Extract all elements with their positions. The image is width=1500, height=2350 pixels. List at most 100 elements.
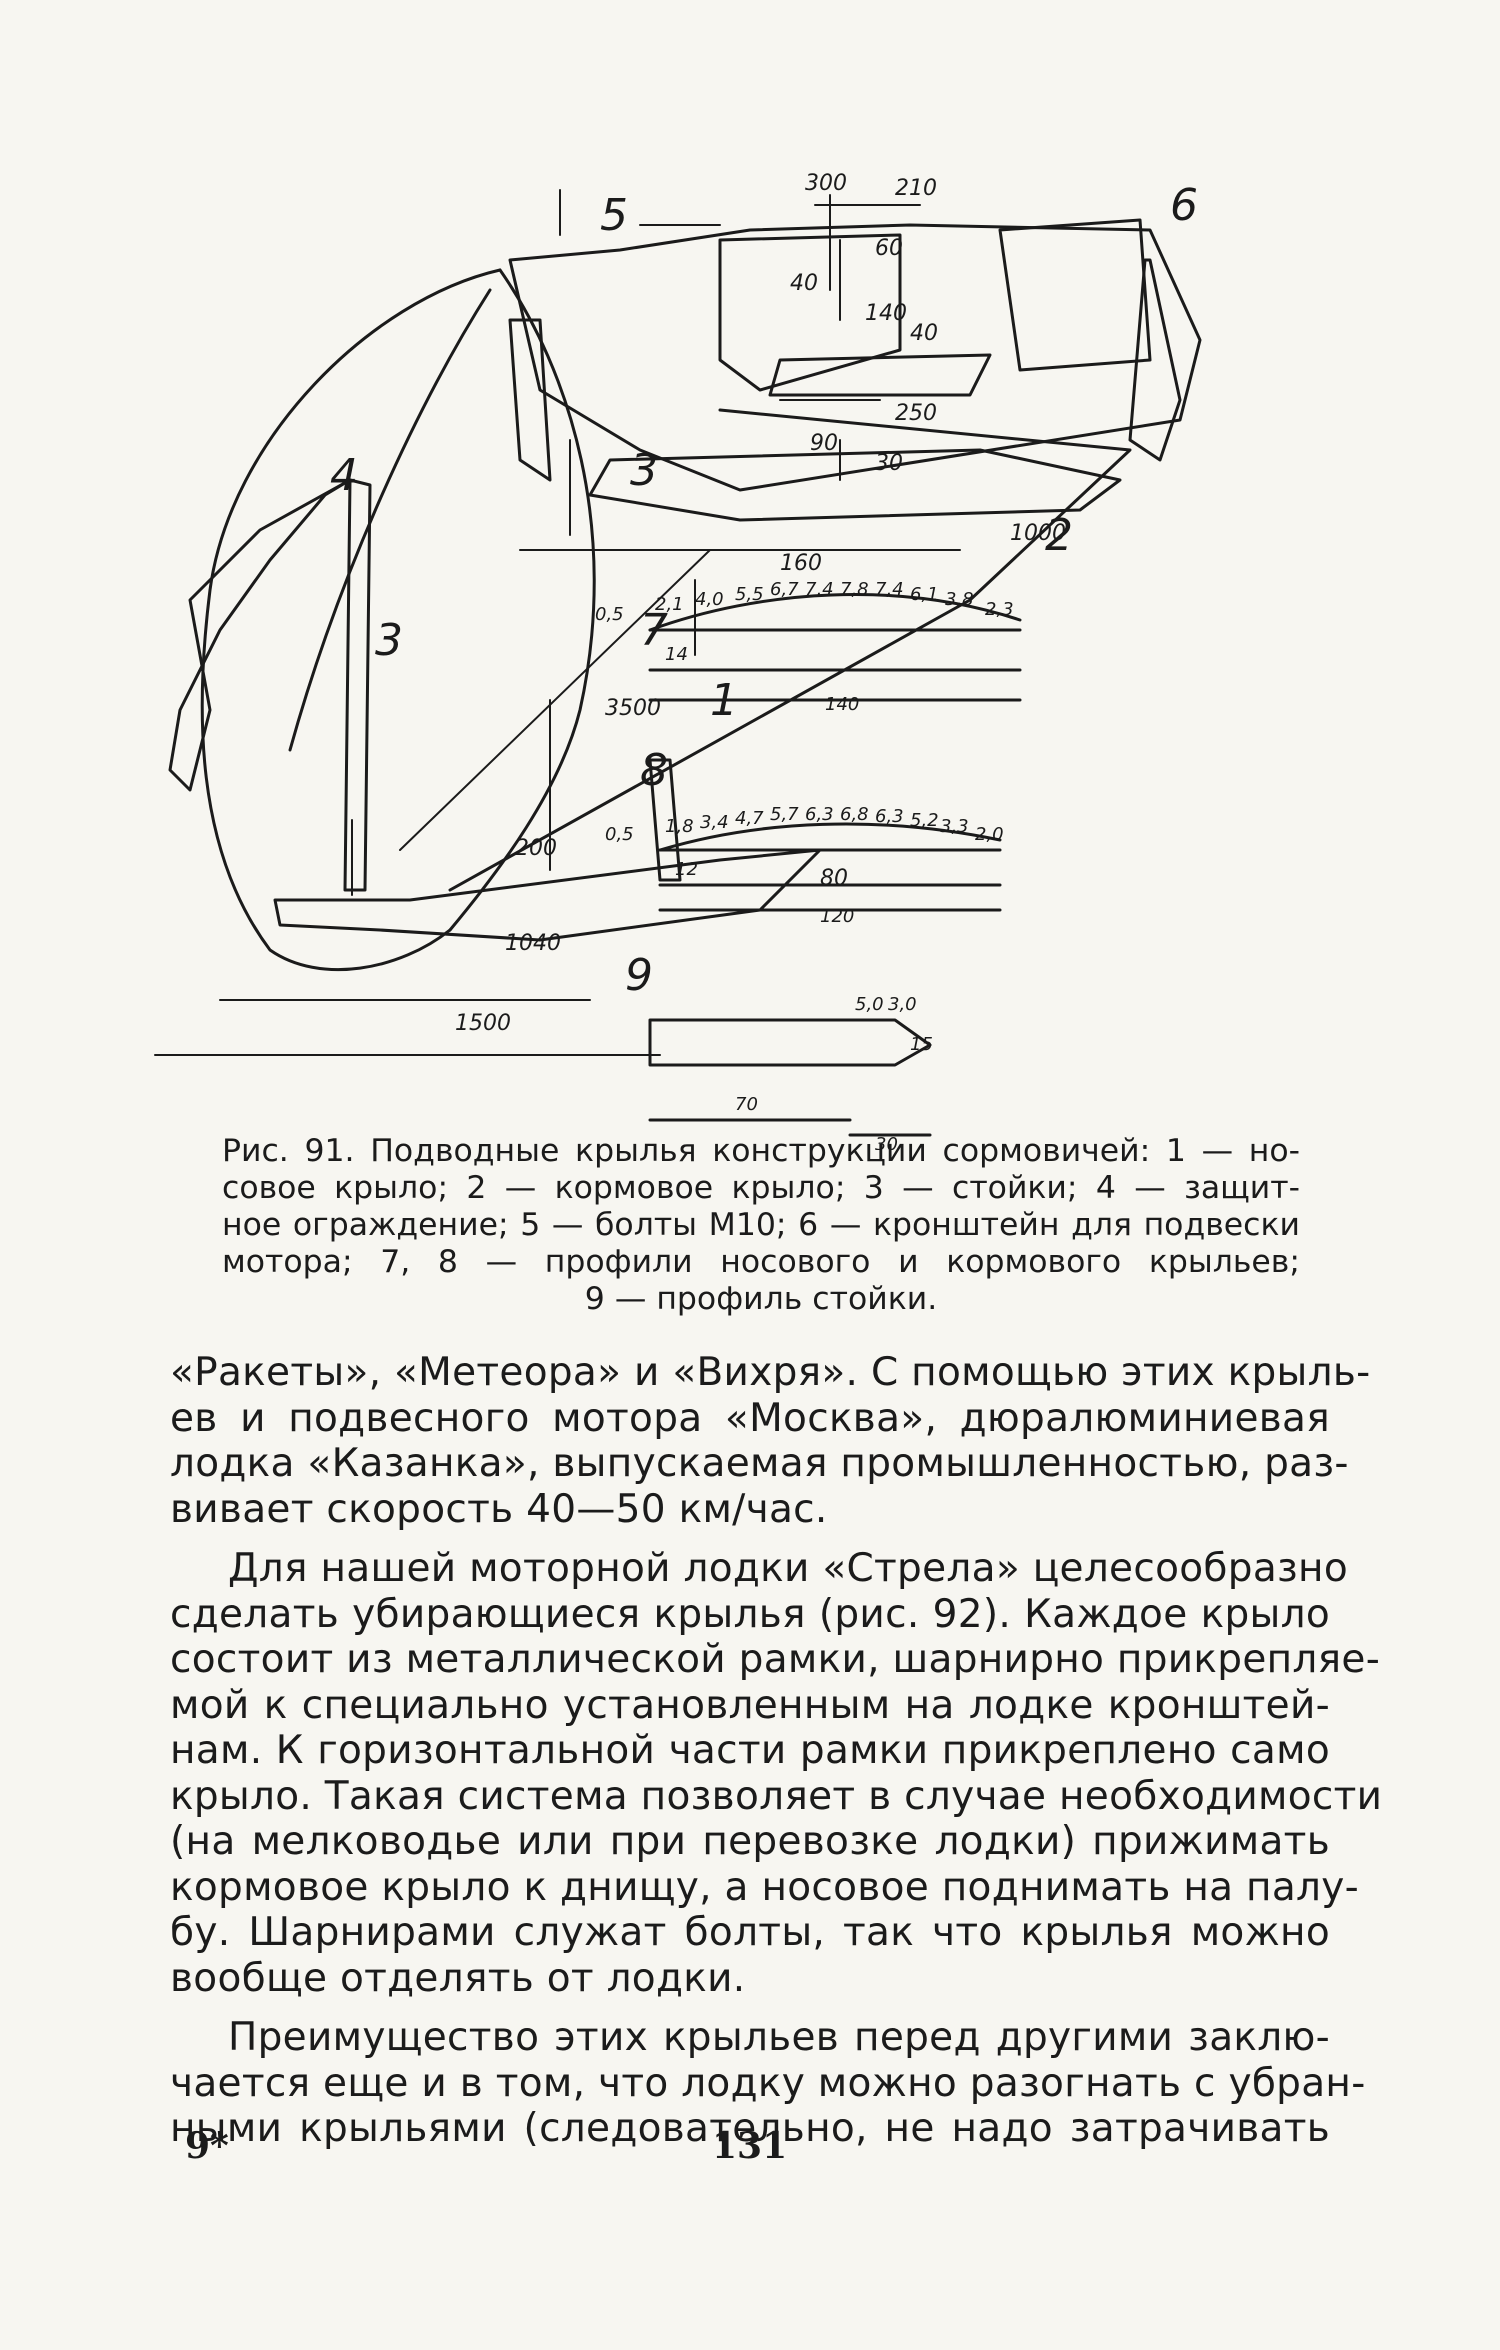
callout-5: 5 [600,190,628,241]
profile-8-drawing [658,822,1002,912]
text-line: сделать убирающиеся крылья (рис. 92). Ка… [170,1591,1330,1637]
svg-text:3,3: 3,3 [940,816,969,837]
profile-7-drawing [648,593,1022,702]
dim-160: 160 [780,551,822,576]
dim-40a: 40 [790,271,818,296]
figure-caption: Рис. 91. Подводные крылья конструкции со… [222,1133,1300,1318]
dim-250: 250 [895,401,937,426]
paragraph-1: «Ракеты», «Метеора» и «Вихря». С помощью… [170,1350,1371,1532]
dim-80: 80 [820,866,848,891]
svg-text:0,5: 0,5 [605,824,634,845]
right-bracket [998,218,1152,372]
caption-line: 9 — профиль стойки. [584,1281,938,1317]
dim-30: 30 [875,451,903,476]
caption-line: Рис. 91. Подводные крылья конструкции со… [222,1133,1300,1169]
svg-text:6,1: 6,1 [910,584,939,605]
svg-text:1,8: 1,8 [665,816,694,837]
dim-140: 140 [865,301,907,326]
motor-bracket-plate [718,233,902,392]
callout-9: 9 [625,950,653,1001]
paragraph-3: Преимущество этих крыльев перед другими … [170,2015,1366,2152]
svg-text:5,0: 5,0 [855,994,884,1015]
hydrofoil-figure: 1 2 3 3 4 5 6 7 8 9 300 210 40 60 140 40… [120,150,1380,1155]
strut-left [508,318,552,482]
transom [508,223,1202,492]
hull-outline [200,268,502,972]
hydrofoil-drawing: 1 2 3 3 4 5 6 7 8 9 300 210 40 60 140 40… [154,171,1202,1155]
svg-text:6,3: 6,3 [875,806,904,827]
rear-foil [588,448,1122,522]
text-line: кормовое крыло к днищу, а носовое подним… [170,1864,1360,1910]
paragraph-2: Для нашей моторной лодки «Стрела» целесо… [170,1546,1383,2001]
bow-strut [343,478,372,892]
svg-text:5,7: 5,7 [770,804,799,825]
callout-4: 4 [330,450,358,501]
svg-text:15: 15 [910,1034,933,1055]
bow-guard [168,478,352,792]
dim-200: 200 [515,836,557,861]
profile-9-labels: 5,0 3,0 15 70 30 [735,994,933,1155]
text-line: ев и подвесного мотора «Москва», дюралюм… [170,1395,1330,1441]
profile-9-drawing [648,1018,932,1137]
text-line: состоит из металлической рамки, шарнирно… [170,1637,1381,1682]
text-line: мой к специально установленным на лодке … [170,1682,1330,1728]
svg-text:2,0: 2,0 [975,824,1004,845]
svg-text:5,5: 5,5 [735,584,764,605]
hull-keel-line [448,268,596,932]
svg-text:3,0: 3,0 [888,994,917,1015]
motor-bracket-floor [768,353,992,397]
hull-chine [288,288,492,752]
page-number: 131 [712,2125,788,2167]
bow-foil [273,848,822,942]
text-line: вообще отделять от лодки. [170,1955,746,2001]
dim-1040: 1040 [505,931,561,956]
signature-mark: 9* [185,2125,229,2167]
dim-1000: 1000 [1010,521,1066,546]
text-line: (на мелководье или при перевозке лодки) … [170,1819,1330,1864]
svg-text:2,1: 2,1 [655,594,684,615]
svg-text:4,7: 4,7 [735,808,764,829]
callout-2: 2 [1045,510,1073,561]
svg-text:12: 12 [675,859,698,880]
svg-text:70: 70 [735,1094,758,1115]
text-line: нам. К горизонтальной части рамки прикре… [170,1728,1330,1773]
svg-text:140: 140 [825,694,859,715]
strut-right [1128,258,1182,462]
caption-line: мотора; 7, 8 — профили носового и кормов… [222,1244,1300,1280]
svg-text:4,0: 4,0 [695,589,724,610]
svg-text:120: 120 [820,906,854,927]
callout-3-rear: 3 [630,445,658,496]
dim-1500: 1500 [455,1011,511,1036]
text-line: ными крыльями (следовательно, не надо за… [170,2106,1330,2151]
text-line: Для нашей моторной лодки «Стрела» целесо… [228,1546,1349,1591]
dim-60: 60 [875,236,903,261]
profile-8-labels: 0,5 1,8 3,4 4,7 5,7 6,3 6,8 6,3 5,2 3,3 … [605,804,1004,927]
dim-40b: 40 [910,321,938,346]
callout-8: 8 [640,745,668,796]
text-line: лодка «Казанка», выпускаемая промышленно… [170,1441,1349,1486]
text-line: «Ракеты», «Метеора» и «Вихря». С помощью… [170,1350,1371,1395]
svg-text:7,8: 7,8 [840,579,869,600]
svg-text:7,4: 7,4 [805,579,834,600]
dim-210: 210 [895,176,937,201]
callout-7: 7 [640,605,668,656]
svg-text:6,8: 6,8 [840,804,869,825]
svg-text:3,8: 3,8 [945,589,974,610]
text-line: Преимущество этих крыльев перед другими … [228,2015,1330,2060]
svg-text:6,7: 6,7 [770,579,799,600]
bow-strut-2 [648,758,682,882]
dim-300: 300 [805,171,847,196]
svg-text:3,4: 3,4 [700,812,729,833]
svg-text:2,3: 2,3 [985,599,1014,620]
callout-1: 1 [710,675,738,726]
svg-text:7,4: 7,4 [875,579,904,600]
text-line: крыло. Такая система позволяет в случае … [170,1773,1383,1819]
dim-3500: 3500 [605,696,661,721]
callout-3-bow: 3 [375,615,403,666]
svg-text:14: 14 [665,644,688,665]
text-line: бу. Шарнирами служат болты, так что крыл… [170,1910,1330,1955]
svg-text:6,3: 6,3 [805,804,834,825]
text-line: чается еще и в том, что лодку можно разо… [170,2060,1366,2106]
hull-waterline [448,408,1132,892]
